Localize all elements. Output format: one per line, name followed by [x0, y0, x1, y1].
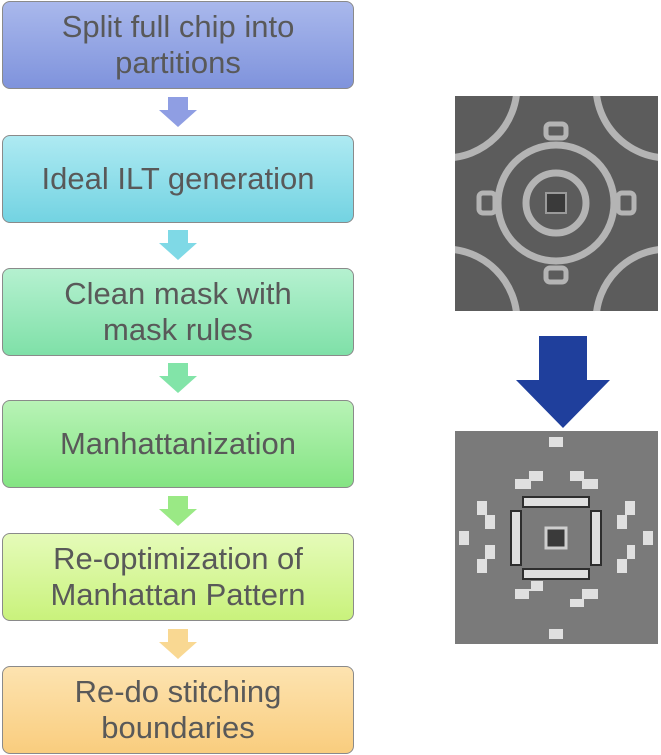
down-arrow-icon [159, 496, 197, 526]
down-arrow-icon [159, 230, 197, 260]
step-manhattanization: Manhattanization [2, 400, 354, 488]
step-label: Ideal ILT generation [41, 161, 315, 196]
step-split-chip: Split full chip into partitions [2, 1, 354, 89]
step-redo-stitching: Re-do stitching boundaries [2, 666, 354, 754]
step-ideal-ilt: Ideal ILT generation [2, 135, 354, 223]
step-reoptimization: Re-optimization of Manhattan Pattern [2, 533, 354, 621]
step-label: Clean mask with mask rules [64, 276, 292, 347]
step-label: Manhattanization [59, 426, 297, 461]
step-clean-mask: Clean mask with mask rules [2, 268, 354, 356]
ilt-mask-image [455, 96, 658, 311]
down-arrow-icon [159, 629, 197, 659]
down-arrow-icon [159, 363, 197, 393]
step-label: Re-optimization of Manhattan Pattern [50, 541, 306, 612]
big-down-arrow-icon [516, 336, 610, 428]
step-label: Split full chip into partitions [61, 9, 295, 80]
manhattan-mask-image [455, 431, 658, 644]
down-arrow-icon [159, 97, 197, 127]
step-label: Re-do stitching boundaries [74, 674, 282, 745]
